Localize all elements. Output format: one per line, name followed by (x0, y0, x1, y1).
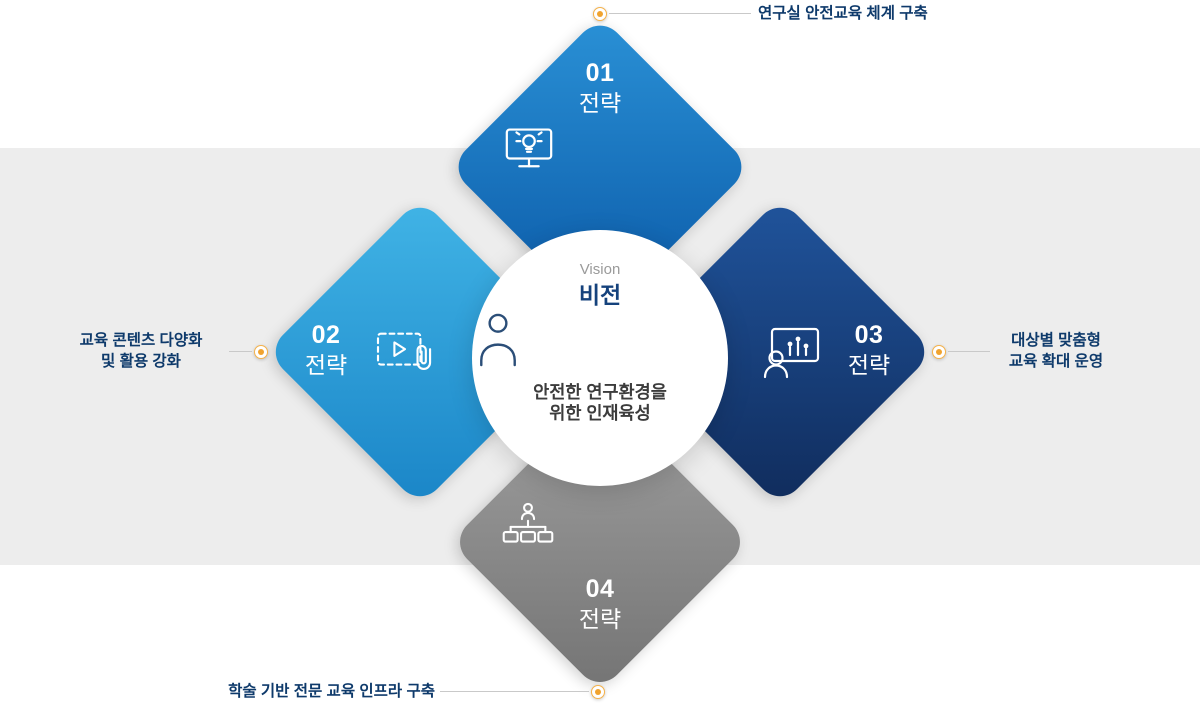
strategy-02-callout-line1: 교육 콘텐츠 다양화 (79, 332, 203, 349)
vision-description: 안전한 연구환경을 위한 인재육성 (472, 382, 728, 424)
strategy-01-label: 전략 (578, 90, 622, 116)
trainee-chart-icon (760, 324, 826, 380)
strategy-03-number: 03 (854, 321, 884, 349)
connector-line-right (948, 351, 990, 352)
connector-line-bottom (440, 691, 589, 692)
connector-dot-right (932, 345, 946, 359)
strategy-01-content: 01 전략 (500, 58, 700, 172)
strategy-03-icon-wrap (760, 324, 826, 380)
strategy-02-number: 02 (311, 321, 341, 349)
strategy-03-callout-line1: 대상별 맞춤형 (1011, 332, 1101, 349)
vision-circle: Vision 비전 안전한 연구환경을 위한 인재육성 (472, 230, 728, 486)
connector-dot-bottom (591, 685, 605, 699)
connector-dot-top (593, 7, 607, 21)
strategy-02-callout: 교육 콘텐츠 다양화 및 활용 강화 (55, 331, 227, 372)
strategy-01-callout: 연구실 안전교육 체계 구축 (758, 5, 928, 22)
strategy-02-icon-wrap (374, 326, 436, 380)
vision-title-ko: 비전 (578, 282, 622, 308)
strategy-03-content: 03 전략 (836, 320, 902, 380)
monitor-idea-icon (500, 118, 700, 172)
person-icon (472, 310, 728, 370)
strategy-03-label: 전략 (847, 352, 891, 378)
video-content-icon (374, 326, 436, 380)
vision-description-line2: 위한 인재육성 (549, 403, 651, 423)
org-infrastructure-icon (500, 500, 700, 552)
connector-dot-left (254, 345, 268, 359)
strategy-01-number: 01 (585, 59, 615, 87)
connector-line-left (229, 351, 252, 352)
strategy-04-content: 04 전략 (500, 500, 700, 634)
strategy-03-callout-line2: 교육 확대 운영 (1008, 352, 1104, 370)
strategy-03-callout: 대상별 맞춤형 교육 확대 운영 (994, 331, 1118, 372)
strategy-02-callout-line2: 및 활용 강화 (101, 352, 181, 370)
strategy-04-callout: 학술 기반 전문 교육 인프라 구축 (228, 683, 435, 700)
strategy-04-number: 04 (585, 575, 615, 603)
connector-line-top (609, 13, 751, 14)
strategy-02-label: 전략 (304, 352, 348, 378)
vision-description-line1: 안전한 연구환경을 (533, 382, 667, 402)
strategy-02-content: 02 전략 (293, 320, 359, 380)
strategy-04-label: 전략 (578, 606, 622, 632)
vision-title-en: Vision (579, 261, 621, 278)
